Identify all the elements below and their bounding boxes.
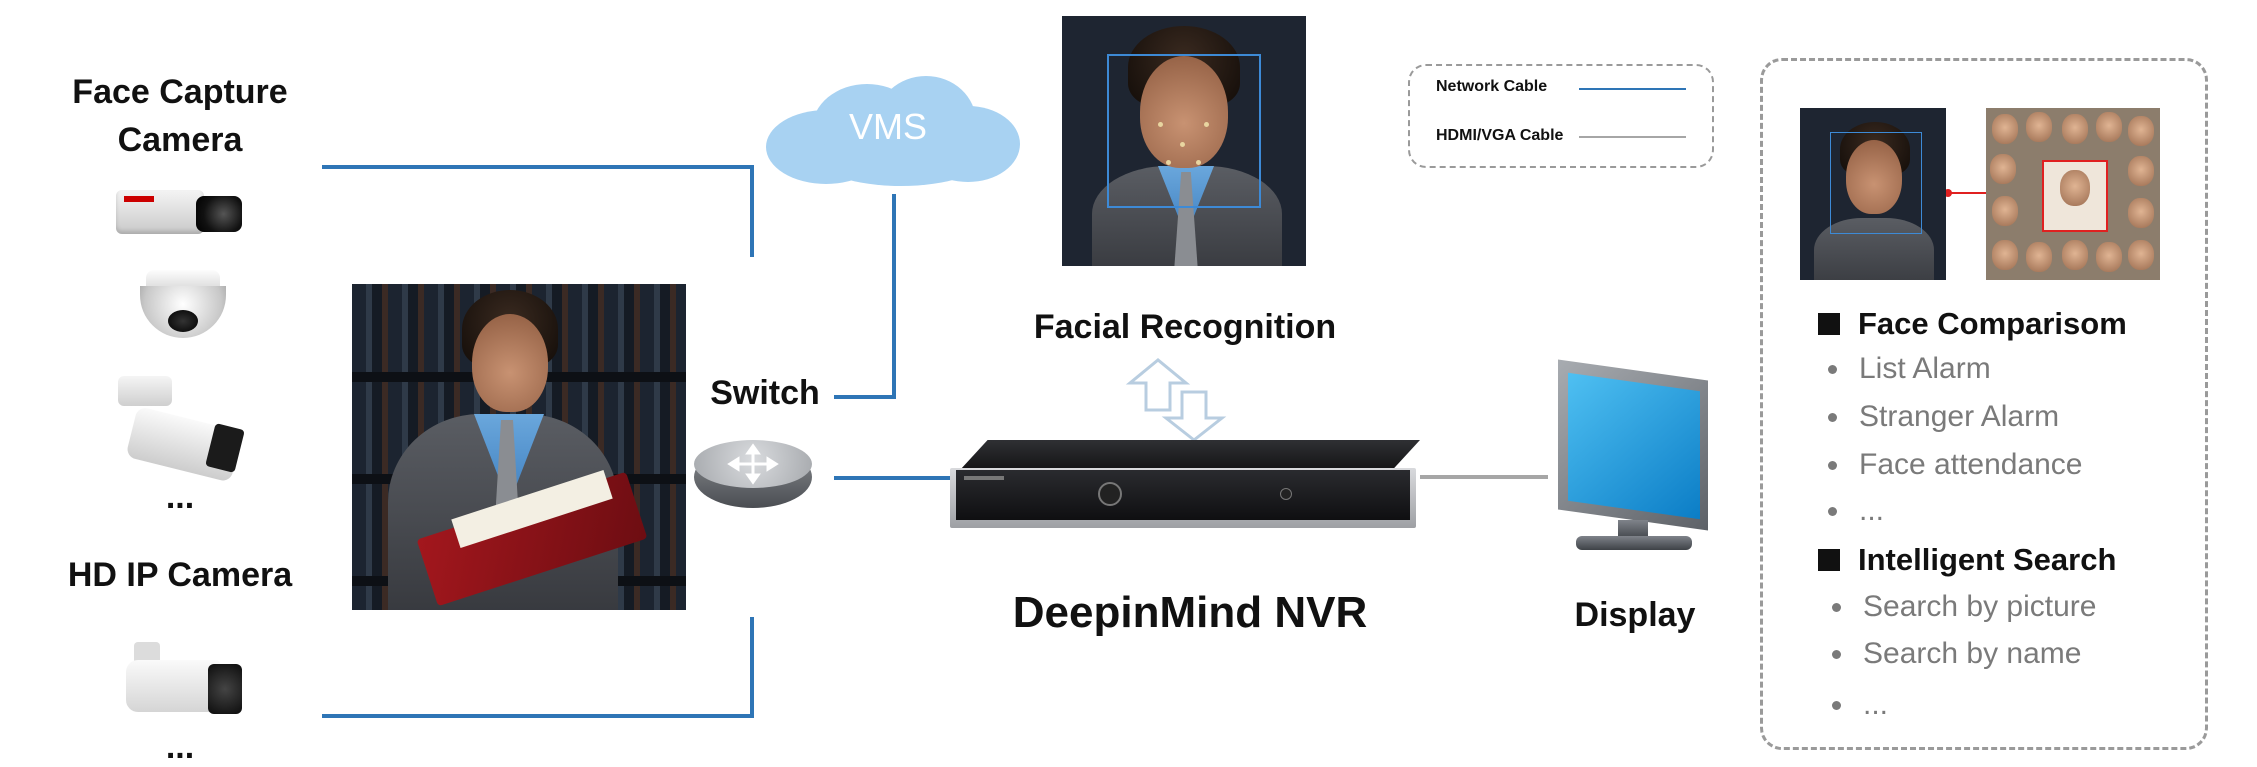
switch-label: Switch [710,374,820,412]
feature-panel [1760,58,2208,750]
intelligent-search-title: Intelligent Search [1858,542,2117,577]
feature-stranger-alarm: Stranger Alarm [1828,400,2059,434]
face-cameras-more: ... [165,478,195,516]
legend-hdmi-cable: HDMI/VGA Cable [1436,127,1564,144]
network-cable-hd-camera [322,617,754,718]
vms-label: VMS [848,106,927,147]
person-reading-photo [352,284,686,610]
face-detection-box [1107,54,1261,208]
display-label: Display [1574,596,1696,634]
match-highlight-box [2042,160,2108,232]
face-recognition-photo [1062,16,1306,266]
dome-camera-icon [140,270,230,350]
hd-ip-camera-label: HD IP Camera [67,556,293,594]
hd-cameras-more: ... [165,728,195,766]
cloud-icon: VMS [756,76,1020,186]
face-comparison-heading: Face Comparisom [1818,306,2127,342]
monitor-icon [1548,359,1718,570]
exchange-arrows-icon [1125,358,1227,442]
feature-search-by-picture: Search by picture [1832,590,2096,624]
feature-list-alarm: List Alarm [1828,352,1991,386]
facial-recognition-label: Facial Recognition [1033,308,1337,346]
box-camera-icon [116,176,246,248]
network-cable-vms [834,194,896,399]
network-cable-face-camera [322,165,754,257]
feature-search-more: ... [1832,688,1888,722]
face-capture-camera-label: Face Capture Camera [40,68,320,164]
legend-network-cable: Network Cable [1436,78,1548,95]
bullet-camera-icon [118,376,248,483]
square-bullet-icon [1818,549,1840,571]
face-capture-camera-label-line1: Face Capture [72,73,288,111]
face-database-grid [1986,108,2160,280]
feature-face-more: ... [1828,494,1884,528]
face-capture-camera-label-line2: Camera [117,121,243,159]
square-bullet-icon [1818,313,1840,335]
hd-ip-camera-icon [120,642,250,722]
intelligent-search-heading: Intelligent Search [1818,542,2116,578]
feature-search-by-name: Search by name [1832,637,2081,671]
query-face-photo [1800,108,1946,280]
switch-icon [694,440,812,508]
nvr-icon [950,440,1420,540]
legend [1408,64,1714,168]
feature-face-attendance: Face attendance [1828,448,2083,482]
face-comparison-title: Face Comparisom [1858,306,2127,341]
nvr-label: DeepinMind NVR [1012,588,1368,637]
